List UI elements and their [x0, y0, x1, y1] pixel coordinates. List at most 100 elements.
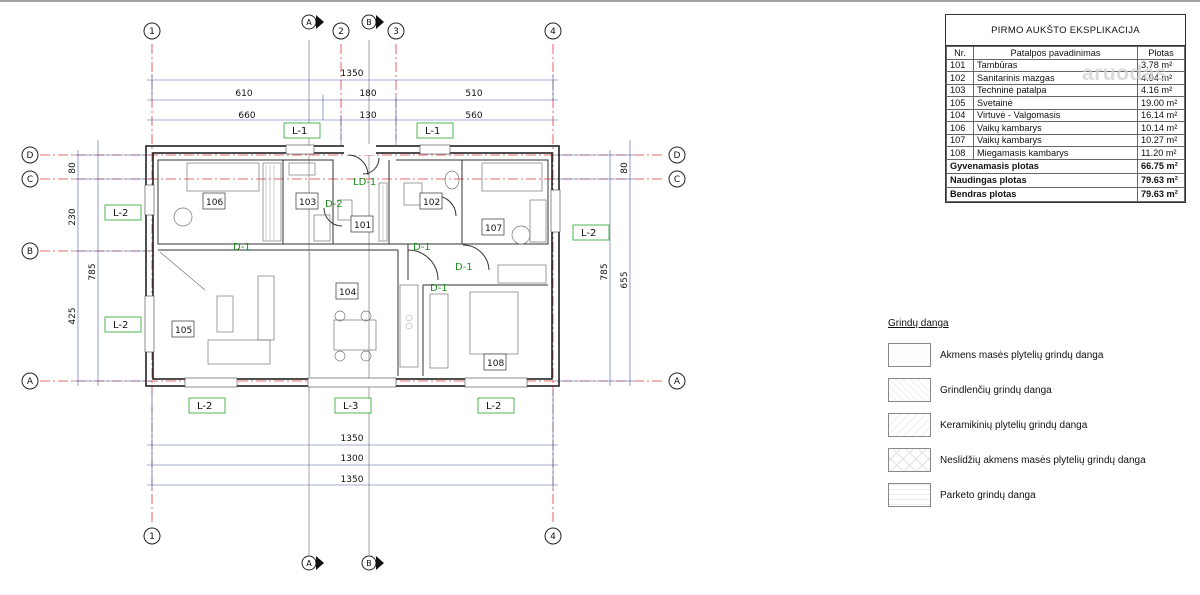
svg-text:1: 1: [149, 27, 155, 37]
grid-bubble-C-left: C: [21, 170, 39, 188]
grid-bubble-D-right: D: [668, 146, 686, 164]
window-tag-L2-west-top: L-2: [104, 204, 142, 221]
legend-item: Keramikinių plytelių grindų danga: [888, 413, 1178, 437]
dim-bottom-3: 1350: [341, 475, 364, 485]
left-dimensions: 80 230 425 785: [68, 140, 152, 386]
header-name: Patalpos pavadinimas: [973, 46, 1138, 60]
dim-bottom-1: 1350: [341, 434, 364, 444]
dim-top-130: 130: [359, 111, 376, 121]
svg-text:L-2: L-2: [113, 320, 128, 331]
svg-text:A: A: [306, 559, 312, 568]
dim-bottom-2: 1300: [341, 454, 364, 464]
room-label-104: 104: [335, 282, 359, 300]
svg-text:C: C: [674, 175, 680, 185]
svg-text:L-2: L-2: [113, 208, 128, 219]
legend-swatch: [888, 378, 931, 402]
svg-text:D: D: [674, 151, 681, 161]
grid-bubble-A-left: A: [21, 372, 39, 390]
window-tag-L2-south-left: L-2: [188, 397, 226, 414]
window-tag-L2-south-right: L-2: [477, 397, 515, 414]
dim-top-total: 1350: [341, 69, 364, 79]
svg-text:2: 2: [338, 27, 344, 37]
svg-text:A: A: [674, 377, 681, 387]
window-tag-L2-east: L-2: [572, 224, 610, 241]
legend-item: Neslidžių akmens masės plytelių grindų d…: [888, 448, 1178, 472]
room-label-102: 102: [419, 192, 443, 210]
dim-left-425: 425: [68, 307, 78, 324]
room-label-105: 105: [171, 320, 195, 338]
svg-text:4: 4: [550, 27, 556, 37]
room-label-106: 106: [202, 192, 226, 210]
dim-top-510: 510: [465, 89, 482, 99]
svg-text:104: 104: [339, 288, 356, 298]
dim-right-655: 655: [620, 271, 630, 288]
interior-walls: [157, 154, 549, 376]
dim-right-785: 785: [600, 263, 610, 280]
svg-text:108: 108: [487, 359, 504, 369]
svg-text:L-2: L-2: [581, 228, 596, 239]
header-area: Plotas: [1137, 46, 1185, 60]
dim-right-80: 80: [620, 162, 630, 174]
svg-text:B: B: [27, 247, 33, 257]
dim-top-180: 180: [359, 89, 376, 99]
dim-top-660: 660: [238, 111, 255, 121]
door-tag-D1-107: D-1: [455, 262, 473, 273]
svg-text:L-1: L-1: [292, 126, 307, 137]
svg-text:4: 4: [550, 532, 556, 542]
svg-text:101: 101: [354, 221, 371, 231]
door-tag-D1-106: D-1: [233, 242, 251, 253]
svg-text:L-2: L-2: [197, 401, 212, 412]
grid-bubble-2-top: 2: [332, 22, 350, 40]
door-tag-D2: D-2: [325, 199, 343, 210]
room-label-101: 101: [350, 215, 374, 233]
window-tag-L1-left: L-1: [283, 122, 321, 139]
door-tag-D1-102: D-1: [413, 242, 431, 253]
section-marker-A-top: A: [301, 14, 324, 30]
legend-swatch: [888, 343, 931, 367]
watermark-logo: aruodas: [1082, 62, 1168, 85]
dim-left-230: 230: [68, 208, 78, 225]
legend-title: Grindų danga: [888, 318, 949, 329]
exterior-walls: [144, 144, 561, 388]
bottom-dimensions: 1350 1300 1350: [147, 390, 558, 490]
svg-text:3: 3: [393, 27, 399, 37]
top-dimensions: 1350 610 180 510 660 130 560: [147, 69, 558, 145]
svg-text:1: 1: [149, 532, 155, 542]
right-dimensions: 80 785 655: [553, 140, 635, 386]
grid-bubble-3-top: 3: [387, 22, 405, 40]
window-tag-L1-right: L-1: [416, 122, 454, 139]
furniture: [159, 162, 547, 369]
explication-table: PIRMO AUKŠTO EKSPLIKACIJA Nr. Patalpos p…: [945, 14, 1186, 203]
window-tag-L3-south: L-3: [334, 397, 372, 414]
svg-text:A: A: [306, 18, 312, 27]
dim-left-785: 785: [88, 263, 98, 280]
svg-text:103: 103: [299, 198, 316, 208]
svg-text:B: B: [366, 18, 372, 27]
legend-item: Grindlenčių grindų danga: [888, 378, 1178, 402]
section-marker-B-bottom: B: [361, 555, 384, 571]
window-tag-L2-west-bottom: L-2: [104, 316, 142, 333]
room-label-103: 103: [295, 192, 319, 210]
header-nr: Nr.: [946, 46, 974, 60]
grid-bubble-A-right: A: [668, 372, 686, 390]
svg-text:L-1: L-1: [425, 126, 440, 137]
door-tag-D1-108: D-1: [430, 283, 448, 294]
section-marker-A-bottom: A: [301, 555, 324, 571]
svg-text:L-3: L-3: [343, 401, 358, 412]
explication-title: PIRMO AUKŠTO EKSPLIKACIJA: [946, 15, 1185, 46]
grid-bubble-4-top: 4: [544, 22, 562, 40]
svg-text:C: C: [27, 175, 33, 185]
svg-text:L-2: L-2: [486, 401, 501, 412]
grid-bubble-D-left: D: [21, 146, 39, 164]
dim-top-610: 610: [235, 89, 252, 99]
grid-bubble-B-left: B: [21, 242, 39, 260]
svg-text:107: 107: [485, 224, 502, 234]
